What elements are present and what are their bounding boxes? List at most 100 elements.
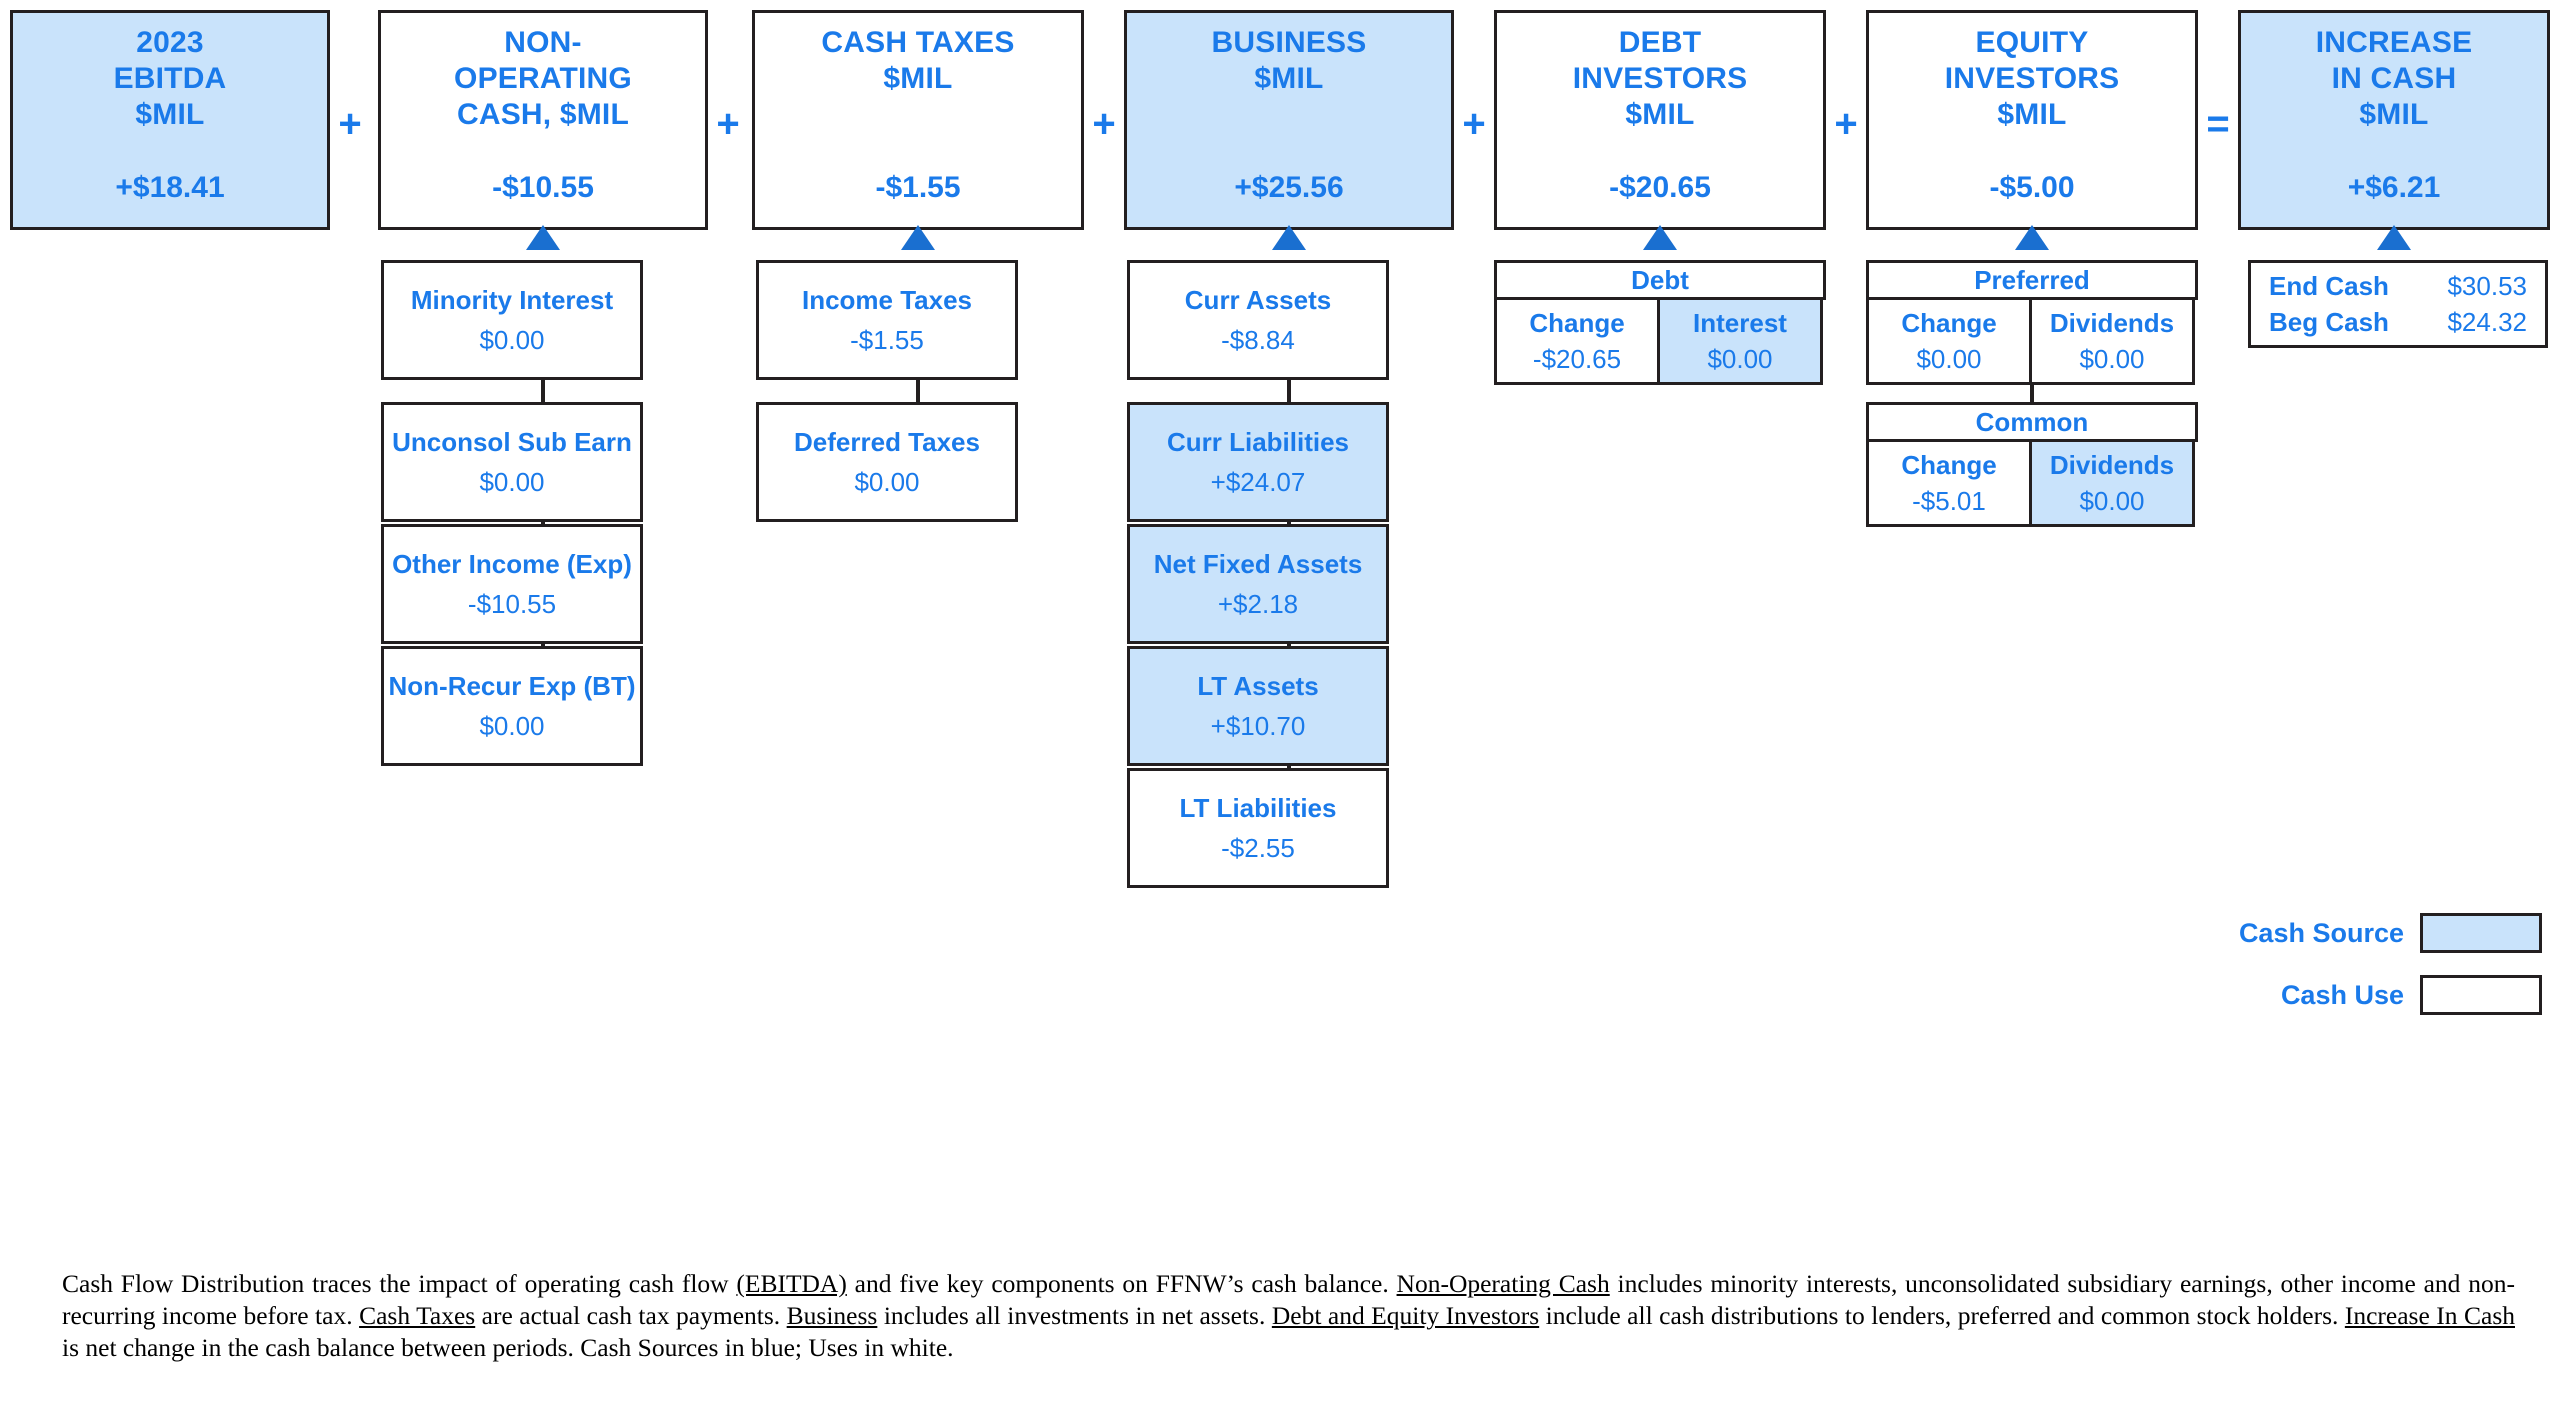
sub-cell-label: Interest (1693, 308, 1787, 338)
operator-plus-5: + (1834, 102, 1858, 146)
detail-value: +$24.07 (1210, 467, 1306, 497)
detail-label: Non-Recur Exp (BT) (388, 671, 636, 701)
column-amount-debt-investors: -$20.65 (1609, 171, 1711, 204)
detail-label: Deferred Taxes (794, 427, 980, 457)
column-header-business[interactable]: BUSINESS $MIL +$25.56 (1124, 10, 1454, 230)
detail-value: $0.00 (479, 467, 545, 497)
detail-box-net-fixed-assets[interactable]: Net Fixed Assets +$2.18 (1127, 524, 1389, 644)
column-header-equity-investors[interactable]: EQUITY INVESTORS $MIL -$5.00 (1866, 10, 2198, 230)
connector-line (916, 380, 920, 402)
sub-cell-value: -$20.65 (1532, 344, 1622, 374)
legend-row-cash-use: Cash Use (2162, 972, 2542, 1018)
detail-value: $0.00 (479, 325, 545, 355)
footnote-text-3: includes minority interests, unconsolida… (62, 1269, 2515, 1330)
operator-plus-4: + (1462, 102, 1486, 146)
footnote-text-5: includes all investments in net assets. (877, 1301, 1272, 1330)
sub-cell-label: Dividends (2049, 308, 2175, 338)
detail-value: +$2.18 (1217, 589, 1299, 619)
sub-cell-value: $0.00 (1707, 344, 1773, 374)
sub-cell-value: $0.00 (2079, 486, 2145, 516)
detail-value: $0.00 (479, 711, 545, 741)
detail-value: $0.00 (854, 467, 920, 497)
sub-cell-common-dividends[interactable]: Dividends $0.00 (2029, 439, 2195, 527)
column-header-non-operating-cash[interactable]: NON- OPERATING CASH, $MIL -$10.55 (378, 10, 708, 230)
column-amount-increase-in-cash: +$6.21 (2347, 171, 2441, 204)
legend-row-cash-source: Cash Source (2162, 910, 2542, 956)
sub-cell-label: Change (1529, 308, 1625, 338)
sub-table-header-debt: Debt (1494, 260, 1826, 300)
column-header-increase-in-cash[interactable]: INCREASE IN CASH $MIL +$6.21 (2238, 10, 2550, 230)
legend-swatch-cash-use (2420, 975, 2542, 1015)
detail-box-other-income-exp[interactable]: Other Income (Exp) -$10.55 (381, 524, 643, 644)
cash-summary-row-end-cash: End Cash $30.53 (2269, 268, 2527, 304)
sub-cell-preferred-change[interactable]: Change $0.00 (1866, 297, 2032, 385)
column-amount-ebitda: +$18.41 (115, 171, 225, 204)
column-title-equity-investors: EQUITY INVESTORS $MIL (1944, 26, 2120, 131)
sub-cell-value: $0.00 (2079, 344, 2145, 374)
cash-summary-row-beg-cash: Beg Cash $24.32 (2269, 304, 2527, 340)
detail-label: Unconsol Sub Earn (392, 427, 632, 457)
up-arrow-icon-equity-investors (2015, 225, 2049, 250)
column-header-ebitda[interactable]: 2023 EBITDA $MIL +$18.41 (10, 10, 330, 230)
footnote-text-2: and five key components on FFNW’s cash b… (846, 1269, 1397, 1298)
up-arrow-icon-debt-investors (1643, 225, 1677, 250)
sub-table-common: Common Change -$5.01 Dividends $0.00 (1866, 402, 2198, 527)
footnote-term-cash-taxes: Cash Taxes (359, 1301, 476, 1330)
operator-plus-2: + (716, 102, 740, 146)
column-title-debt-investors: DEBT INVESTORS $MIL (1572, 26, 1748, 131)
sub-table-header-preferred: Preferred (1866, 260, 2198, 300)
sub-cell-label: Change (1901, 308, 1997, 338)
connector-line (1287, 380, 1291, 402)
detail-label: LT Liabilities (1179, 793, 1337, 823)
sub-cell-debt-change[interactable]: Change -$20.65 (1494, 297, 1660, 385)
sub-table-header-common: Common (1866, 402, 2198, 442)
detail-box-curr-assets[interactable]: Curr Assets -$8.84 (1127, 260, 1389, 380)
column-amount-cash-taxes: -$1.55 (875, 171, 961, 204)
detail-box-lt-liabilities[interactable]: LT Liabilities -$2.55 (1127, 768, 1389, 888)
column-amount-non-operating-cash: -$10.55 (492, 171, 594, 204)
sub-cell-common-change[interactable]: Change -$5.01 (1866, 439, 2032, 527)
column-amount-business: +$25.56 (1234, 171, 1344, 204)
detail-value: -$8.84 (1221, 325, 1295, 355)
detail-box-minority-interest[interactable]: Minority Interest $0.00 (381, 260, 643, 380)
sub-cell-debt-interest[interactable]: Interest $0.00 (1657, 297, 1823, 385)
sub-table-preferred: Preferred Change $0.00 Dividends $0.00 (1866, 260, 2198, 385)
column-title-increase-in-cash: INCREASE IN CASH $MIL (2315, 26, 2473, 131)
cash-summary-box[interactable]: End Cash $30.53 Beg Cash $24.32 (2248, 260, 2548, 348)
connector-line (2030, 385, 2034, 415)
detail-box-non-recur-exp-bt[interactable]: Non-Recur Exp (BT) $0.00 (381, 646, 643, 766)
detail-box-unconsol-sub-earn[interactable]: Unconsol Sub Earn $0.00 (381, 402, 643, 522)
cash-summary-value: $24.32 (2447, 307, 2527, 337)
column-header-debt-investors[interactable]: DEBT INVESTORS $MIL -$20.65 (1494, 10, 1826, 230)
sub-cell-label: Dividends (2049, 450, 2175, 480)
detail-value: -$2.55 (1221, 833, 1295, 863)
detail-box-lt-assets[interactable]: LT Assets +$10.70 (1127, 646, 1389, 766)
up-arrow-icon-business (1272, 225, 1306, 250)
cash-summary-label: Beg Cash (2269, 307, 2389, 337)
detail-box-deferred-taxes[interactable]: Deferred Taxes $0.00 (756, 402, 1018, 522)
column-amount-equity-investors: -$5.00 (1989, 171, 2075, 204)
detail-label: Net Fixed Assets (1153, 549, 1363, 579)
detail-label: LT Assets (1197, 671, 1319, 701)
legend-label-cash-source: Cash Source (2238, 917, 2404, 948)
legend: Cash Source Cash Use (2162, 910, 2542, 1018)
detail-label: Curr Assets (1184, 285, 1332, 315)
column-header-cash-taxes[interactable]: CASH TAXES $MIL -$1.55 (752, 10, 1084, 230)
column-title-cash-taxes: CASH TAXES $MIL (821, 26, 1015, 95)
footnote-text-4: are actual cash tax payments. (475, 1301, 787, 1330)
legend-swatch-cash-source (2420, 913, 2542, 953)
detail-label: Curr Liabilities (1166, 427, 1350, 457)
sub-cell-label: Change (1901, 450, 1997, 480)
sub-cell-preferred-dividends[interactable]: Dividends $0.00 (2029, 297, 2195, 385)
cash-summary-value: $30.53 (2447, 271, 2527, 301)
sub-table-debt: Debt Change -$20.65 Interest $0.00 (1494, 260, 1826, 385)
cash-summary-label: End Cash (2269, 271, 2389, 301)
footnote-term-debt-and-equity-investors: Debt and Equity Investors (1271, 1301, 1540, 1330)
detail-box-curr-liabilities[interactable]: Curr Liabilities +$24.07 (1127, 402, 1389, 522)
operator-plus-3: + (1092, 102, 1116, 146)
detail-label: Minority Interest (410, 285, 614, 315)
operator-equals: = (2206, 102, 2230, 146)
detail-box-income-taxes[interactable]: Income Taxes -$1.55 (756, 260, 1018, 380)
legend-label-cash-use: Cash Use (2280, 979, 2404, 1010)
